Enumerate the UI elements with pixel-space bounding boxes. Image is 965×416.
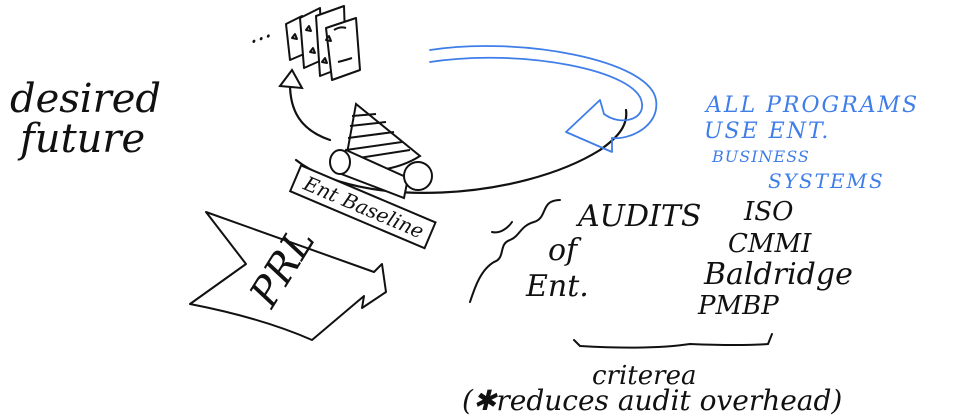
standards-list: ISO CMMI Baldridge PMBP	[697, 197, 853, 321]
audits-line1: AUDITS	[575, 199, 701, 234]
blue-note-line1: ALL PROGRAMS	[704, 93, 919, 118]
ellipsis-marks: ...	[243, 15, 274, 49]
bottom-bracket	[574, 334, 772, 348]
standard-item: ISO	[743, 197, 793, 227]
blue-note-line4: SYSTEMS	[768, 169, 885, 193]
standard-item: CMMI	[728, 229, 812, 259]
desired-future-label: desired future	[10, 76, 161, 162]
audits-line2: of	[548, 233, 582, 268]
future-text: future	[17, 116, 145, 162]
up-arrow-head	[280, 70, 302, 88]
document-stack-icon	[286, 0, 360, 80]
criteria-note: (✱reduces audit overhead)	[462, 384, 842, 416]
standard-item: Baldridge	[703, 257, 853, 292]
standard-item: PMBP	[697, 291, 779, 321]
blue-note-line2: USE ENT.	[704, 119, 830, 144]
blue-note-line3: BUSINESS	[711, 147, 810, 166]
blue-note: ALL PROGRAMS USE ENT. BUSINESS SYSTEMS	[704, 93, 919, 193]
curly-brace-tail	[492, 222, 512, 232]
upward-curve-arrow	[290, 84, 330, 140]
blue-curve-arrow	[430, 46, 656, 152]
audits-label: AUDITS of Ent.	[525, 199, 701, 304]
audits-line3: Ent.	[525, 269, 589, 304]
